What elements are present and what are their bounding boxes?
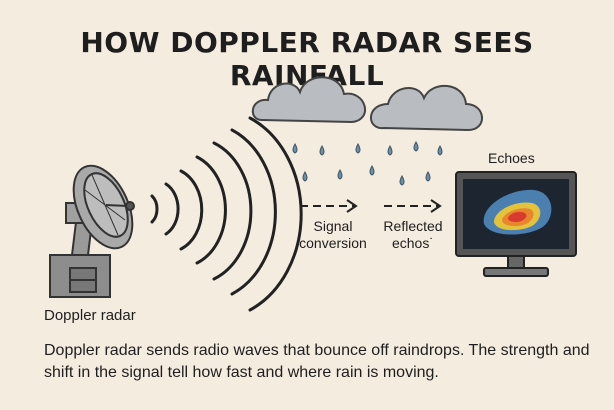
right-arrow-icon — [300, 199, 442, 213]
radar-echo-blob — [483, 189, 552, 235]
monitor-icon — [455, 171, 577, 277]
radar-dish-icon — [49, 164, 135, 298]
raindrops — [292, 140, 443, 186]
radio-waves — [150, 116, 303, 312]
description-text: Doppler radar sends radio waves that bou… — [44, 342, 590, 381]
rain-cloud-icon — [252, 76, 483, 132]
reflected-echoes-label: Reflected echos˙ — [383, 218, 443, 251]
echoes-label: Echoes — [488, 150, 535, 166]
diagram-title: HOW DOPPLER RADAR SEES RAINFALL — [80, 26, 534, 92]
signal-conversion-label: Signal conversion — [299, 218, 367, 251]
radar-caption: Doppler radar — [44, 307, 136, 324]
